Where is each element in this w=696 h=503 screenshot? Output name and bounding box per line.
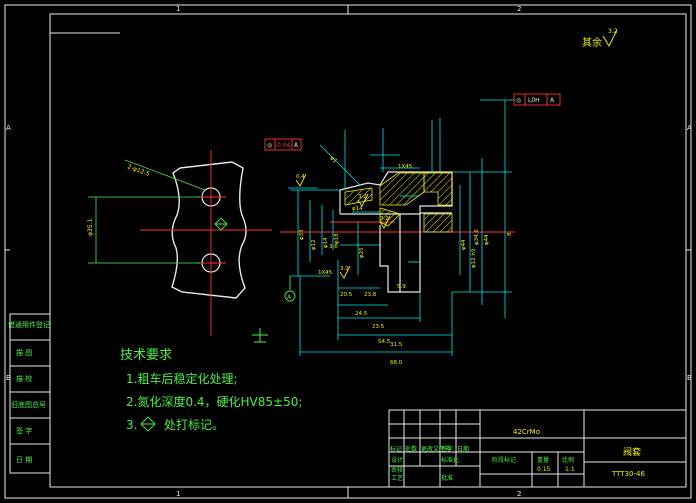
tb-role-5: 批准 (441, 474, 453, 482)
dim-8: 8 (507, 232, 513, 236)
dim-d33: φ33 (299, 229, 305, 240)
zone-top-2: 2 (517, 5, 521, 13)
tech-item-1: 1.粗车后稳定化处理; (126, 371, 238, 386)
dim-54-5: 54.5 (378, 339, 391, 345)
section-dim-lines (288, 99, 515, 356)
left-dim-pitch: φ35.1 (87, 219, 94, 237)
zone-left-b: B (6, 374, 11, 382)
tech-item-3: 3. (126, 418, 137, 432)
tb-weight: 0.15 (537, 466, 551, 473)
dim-chamfer-bottom: 1X45 (318, 270, 333, 276)
left-view: 2-φ12.5 φ35.1 (87, 150, 272, 336)
tb-row-label-1: 标记 (390, 445, 402, 453)
tb-role-1: 设计 (391, 456, 403, 464)
dim-d44a: φ44 (461, 239, 467, 250)
zone-labels: 1 2 1 2 A B A B (6, 5, 692, 498)
tb-row-label-3: 更改文件号 (421, 445, 451, 453)
left-view-dims (88, 159, 206, 264)
title-block: 标记 处数 更改文件号 签字 日期 设计 审核 工艺 标准化 批准 阶段标记 重… (388, 409, 687, 488)
zone-bottom-1: 1 (176, 490, 180, 498)
section-view: ◎ 0.04 A ◎ L0H A 0.4 3.2 3.2 3.2 1X45 φ3… (264, 93, 561, 366)
side-row-2: 描 图 (16, 348, 32, 357)
tb-part-name: 阀套 (623, 446, 641, 458)
datum-a: A (284, 276, 296, 302)
tol1-value: 0.04 (277, 142, 291, 149)
surface-mark-4: 3.2 (340, 266, 349, 272)
tb-material: 42CrMo (513, 428, 540, 436)
corner-roughness: 其余 3.2 (582, 28, 618, 49)
tb-scale-label: 比例 (562, 456, 574, 464)
mark-symbol (140, 416, 156, 432)
tolerance-frame-2: ◎ L0H A (513, 93, 561, 106)
tech-item-3-tail: 处打标记。 (164, 418, 224, 432)
dim-68: 68.0 (390, 360, 403, 366)
mark-symbol-left (214, 217, 228, 231)
dim-23-8: 23.8 (364, 292, 377, 298)
tech-item-2: 2.氮化深度0.4，硬化HV85±50; (126, 394, 302, 409)
datum-a-label: A (287, 294, 292, 301)
tb-role-3: 工艺 (391, 474, 403, 482)
surface-mark-2: 3.2 (358, 194, 367, 200)
tb-row-label-2: 处数 (405, 445, 417, 453)
tb-stage-label: 阶段标记 (492, 456, 516, 464)
surface-mark-3: 3.2 (380, 216, 389, 222)
tb-scale: 1:1 (565, 466, 575, 473)
zone-left-a: A (6, 124, 11, 132)
dim-d14b: φ14 (352, 206, 363, 212)
tol2-datum: A (550, 97, 555, 104)
dim-chamfer-top: 1X45 (398, 164, 413, 170)
tolerance-frame-1: ◎ 0.04 A (264, 138, 302, 151)
dim-23-5: 23.5 (372, 324, 385, 330)
side-row-6: 日 期 (16, 456, 32, 464)
dim-d25: φ25 (359, 247, 365, 258)
zone-top-1: 1 (176, 5, 180, 13)
dim-31-5: 31.5 (390, 342, 403, 348)
corner-roughness-label: 其余 (582, 36, 602, 49)
tol2-symbol: ◎ (516, 97, 521, 104)
small-note: φ1 (329, 155, 338, 164)
hatched-section (344, 172, 453, 233)
tech-title: 技术要求 (120, 348, 172, 363)
part-outline (339, 171, 453, 293)
tb-weight-label: 重量 (537, 456, 549, 464)
flange-outline (171, 161, 247, 299)
centerlines-left (140, 150, 272, 336)
side-row-1: 借通用件登记 (8, 320, 50, 329)
surface-marks (295, 173, 391, 279)
tol1-symbol: ◎ (267, 142, 272, 149)
zone-bottom-2: 2 (517, 490, 521, 498)
side-row-5: 签 字 (16, 426, 32, 435)
dim-3-6: 3.6 (329, 244, 338, 250)
tech-requirements: 技术要求 1.粗车后稳定化处理; 2.氮化深度0.4，硬化HV85±50; 3.… (120, 348, 302, 432)
dim-24-5: 24.5 (355, 311, 368, 317)
side-row-3: 描 校 (16, 374, 32, 383)
side-table: 借通用件登记 描 图 描 校 旧底图总号 签 字 日 期 (8, 313, 51, 474)
dim-20-5: 20.5 (340, 292, 353, 298)
side-row-4: 旧底图总号 (11, 400, 46, 409)
zone-right-b: B (687, 374, 692, 382)
tb-drawing-no: TTT30-46 (611, 470, 645, 478)
dim-d44b: φ44 (484, 234, 490, 245)
dim-d12: φ12 (311, 239, 317, 250)
dim-d18: φ18 (334, 233, 340, 244)
cross-mark (252, 328, 268, 343)
tb-role-4: 标准化 (441, 456, 459, 464)
tb-role-2: 审核 (391, 466, 403, 474)
surface-mark-1: 0.4 (296, 174, 305, 180)
tb-row-label-4: 签字 (441, 445, 453, 453)
zone-right-a: A (687, 124, 692, 132)
drawing-frame (4, 4, 692, 499)
corner-roughness-value: 3.2 (608, 28, 618, 35)
dim-d14: φ14 (323, 237, 329, 248)
dim-5-9: 5.9 (397, 284, 406, 290)
dim-d12h9: φ12 h9 (471, 248, 477, 268)
tol1-datum: A (294, 142, 299, 149)
tol2-value: L0H (528, 97, 540, 104)
dim-d34-6: φ34.6 (474, 229, 480, 245)
tb-row-label-5: 日期 (457, 445, 469, 453)
